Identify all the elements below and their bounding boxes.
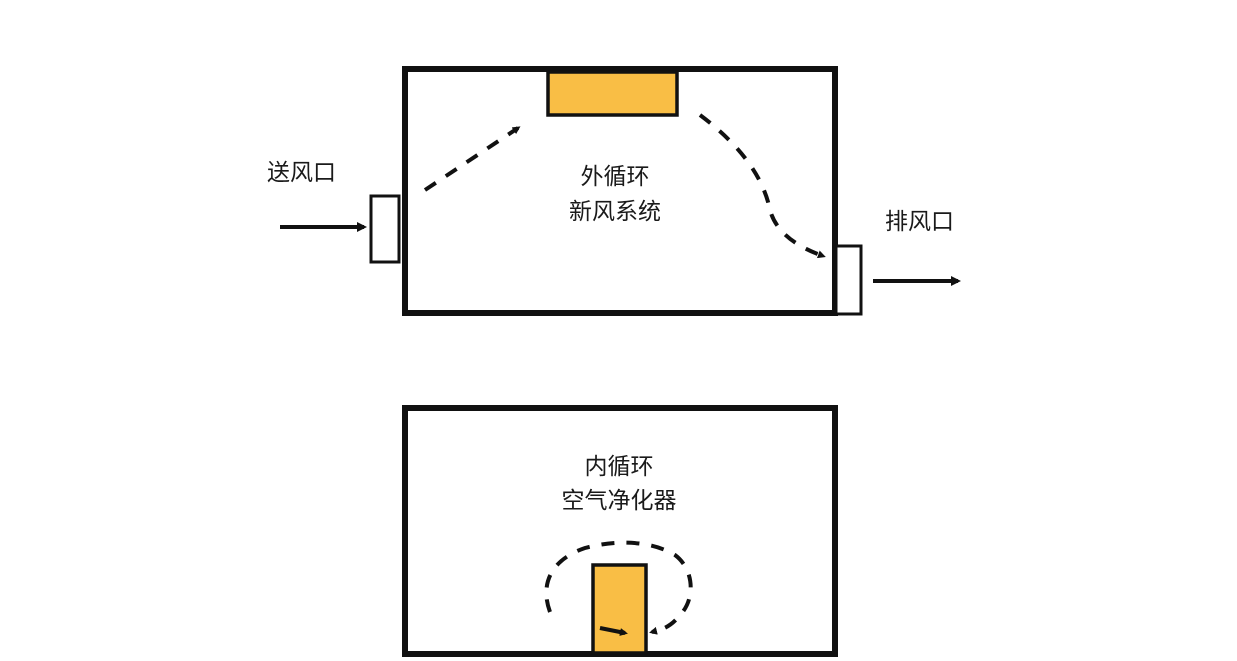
supply-vent <box>369 194 401 264</box>
outer-room-box <box>402 66 838 316</box>
outer-flow-right <box>698 113 826 259</box>
outer-flow-left <box>423 126 521 192</box>
inner-title-line2: 空气净化器 <box>562 488 677 514</box>
outer-title-line2: 新风系统 <box>569 199 661 225</box>
inner-system: 内循环 空气净化器 <box>402 405 838 657</box>
outer-system: 外循环 新风系统 送风口 排风口 <box>267 66 961 316</box>
inner-flow-return <box>599 626 628 636</box>
air-purifier-unit <box>591 563 648 655</box>
exhaust-vent <box>834 244 863 316</box>
inner-flow-loop <box>544 540 693 635</box>
outer-title-line1: 外循环 <box>581 164 650 190</box>
supply-label: 送风口 <box>267 160 336 186</box>
exhaust-label: 排风口 <box>885 209 954 235</box>
inner-title-line1: 内循环 <box>585 454 654 480</box>
outer-unit <box>546 70 679 117</box>
